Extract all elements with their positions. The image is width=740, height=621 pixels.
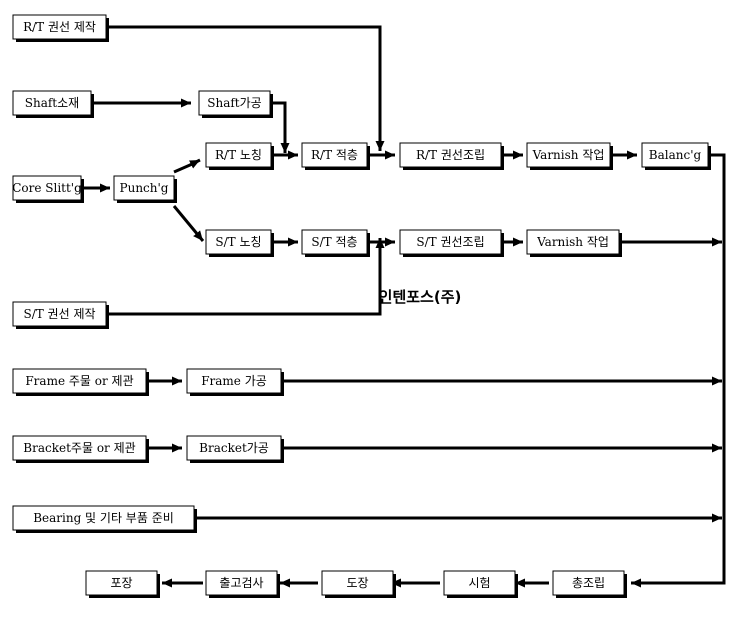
node-label: R/T 적층 [311, 148, 358, 162]
node-shaft-material: Shaft소재 [12, 90, 94, 118]
connector-shaft-machining-to-rt-notching [270, 101, 290, 153]
node-label: R/T 권선 제작 [23, 20, 96, 34]
connectors [81, 25, 726, 588]
node-rt-coil-make: R/T 권선 제작 [12, 14, 109, 42]
node-rt-coil-assembly: R/T 권선조립 [399, 142, 504, 170]
node-rt-notching: R/T 노칭 [205, 142, 274, 170]
node-shaft-machining: Shaft가공 [198, 90, 273, 118]
node-label: Varnish 작업 [536, 235, 609, 249]
node-label: S/T 적층 [311, 235, 357, 249]
node-label: Bearing 및 기타 부품 준비 [33, 511, 174, 525]
node-testing: 시험 [443, 570, 518, 598]
node-shipping-inspection: 출고검사 [205, 570, 280, 598]
node-label: 도장 [346, 576, 368, 590]
node-punching: Punch'g [113, 175, 177, 203]
node-bracket-machining: Bracket가공 [186, 435, 284, 463]
connector-balancing-to-final [631, 153, 726, 588]
node-st-notching: S/T 노칭 [205, 229, 274, 257]
node-label: Bracket가공 [199, 441, 269, 455]
node-label: Shaft가공 [207, 96, 261, 110]
node-label: Shaft소재 [25, 96, 79, 110]
node-st-varnish: Varnish 작업 [526, 229, 622, 257]
node-balancing: Balanc'g [641, 142, 711, 170]
connector-punching-to-rt-notching [173, 158, 201, 174]
node-frame-machining: Frame 가공 [186, 368, 284, 396]
node-label: R/T 권선조립 [416, 148, 485, 162]
node-rt-stacking: R/T 적층 [301, 142, 370, 170]
node-label: R/T 노칭 [215, 148, 262, 162]
node-label: Core Slitt'g [12, 181, 82, 195]
node-label: 포장 [110, 576, 132, 590]
node-label: Frame 가공 [201, 374, 267, 388]
node-st-stacking: S/T 적층 [301, 229, 370, 257]
node-rt-varnish: Varnish 작업 [526, 142, 613, 170]
node-label: S/T 권선 제작 [23, 307, 95, 321]
node-label: S/T 노칭 [215, 235, 261, 249]
node-st-coil-make: S/T 권선 제작 [12, 301, 109, 329]
connector-st-coil-to-st-assembly [106, 238, 385, 316]
company-watermark: 인텐포스(주) [379, 288, 462, 306]
node-painting: 도장 [321, 570, 396, 598]
node-label: Frame 주물 or 제관 [25, 374, 133, 388]
connector-rt-coil-to-rt-assembly [106, 25, 385, 151]
node-label: Balanc'g [649, 148, 702, 162]
node-label: 총조립 [572, 576, 605, 590]
node-label: 출고검사 [219, 576, 263, 590]
node-frame-cast: Frame 주물 or 제관 [12, 368, 149, 396]
node-bearing-parts: Bearing 및 기타 부품 준비 [12, 505, 197, 533]
node-label: 시험 [468, 576, 490, 590]
node-core-slitting: Core Slitt'g [12, 175, 84, 203]
node-label: Bracket주물 or 제관 [23, 441, 135, 455]
node-st-coil-assembly: S/T 권선조립 [399, 229, 504, 257]
node-bracket-cast: Bracket주물 or 제관 [12, 435, 149, 463]
node-label: Varnish 작업 [532, 148, 605, 162]
nodes: R/T 권선 제작 Shaft소재 Shaft가공 Core Slitt'g P… [12, 14, 711, 598]
node-label: Punch'g [120, 181, 169, 195]
node-packing: 포장 [85, 570, 160, 598]
node-final-assembly: 총조립 [552, 570, 627, 598]
connector-punching-to-st-notching [172, 205, 205, 242]
node-label: S/T 권선조립 [416, 235, 484, 249]
